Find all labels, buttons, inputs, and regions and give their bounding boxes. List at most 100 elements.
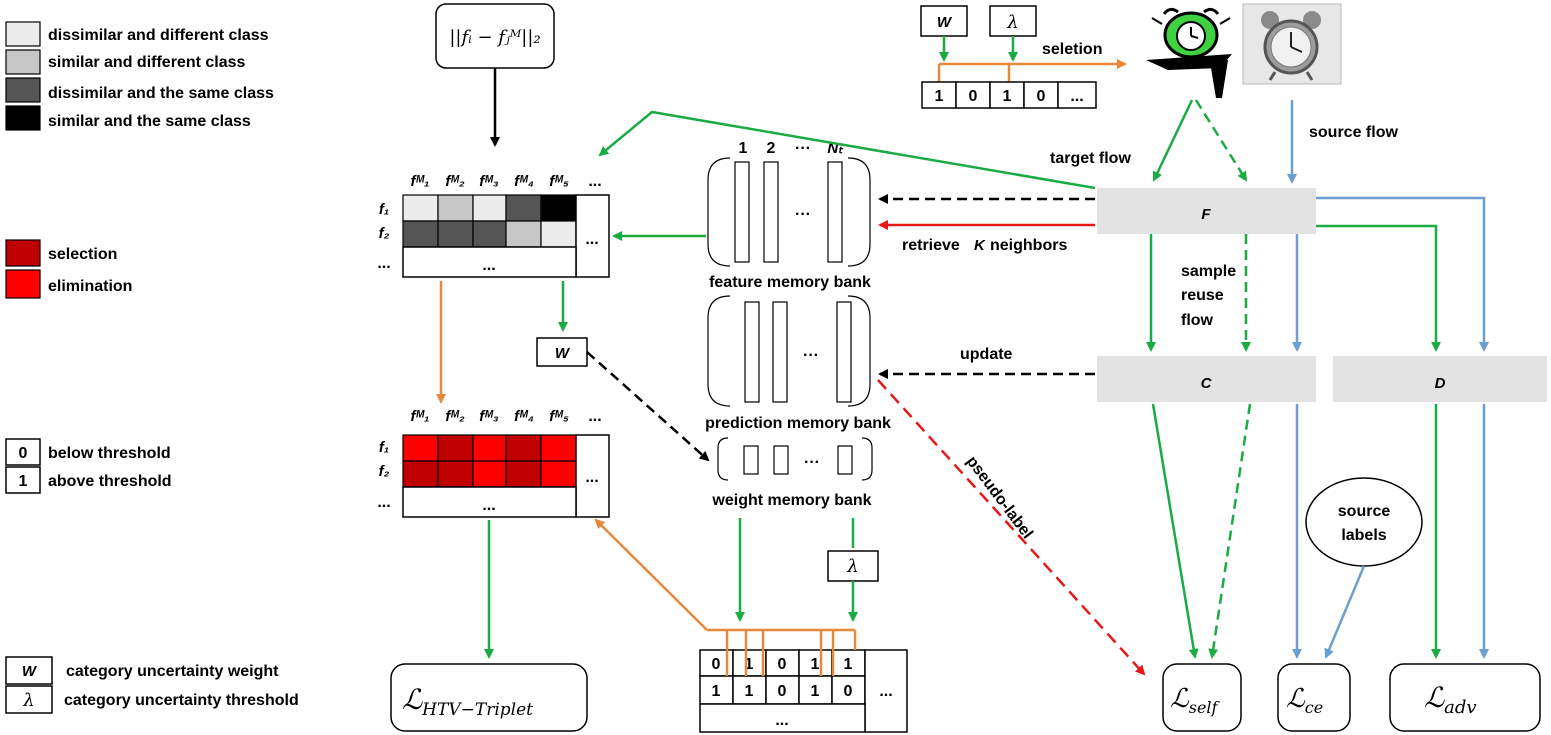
selection-matrix: fᴹ₁ fᴹ₂ fᴹ₃ fᴹ₄ fᴹ₅ ... f₁ f₂ ... ... ..… — [377, 408, 610, 518]
top-w-box — [920, 5, 968, 37]
similarity-matrix: fᴹ₁ fᴹ₂ fᴹ₃ fᴹ₄ fᴹ₅ ... f₁ f₂ ... ... ..… — [377, 173, 610, 278]
w-box-label: W — [555, 345, 571, 362]
source-labels-to-ce-arrow — [1324, 565, 1366, 659]
matrix-cell — [472, 194, 507, 222]
feature-bank-dots: ··· — [795, 206, 811, 223]
w-box — [536, 337, 588, 367]
legend-swatch-4 — [5, 105, 41, 131]
bit-r1c1: 0 — [712, 656, 721, 673]
legend-below-label: below threshold — [48, 445, 171, 462]
feature-bank-left-bracket — [707, 157, 731, 267]
feature-bank-slot — [763, 161, 779, 263]
legend-lambda-symbol: λ — [22, 690, 34, 711]
legend-elimination-swatch — [5, 269, 41, 299]
matrix-row-header-1: f₁ — [379, 201, 389, 218]
bit-r2c4: 1 — [811, 683, 820, 700]
bit-r2c3: 0 — [778, 683, 787, 700]
bit-bottom-ellipsis: ... — [775, 712, 788, 729]
sel-col-header-2: fᴹ₂ — [445, 408, 465, 425]
top-bit-4: 0 — [1037, 88, 1046, 105]
legend-lambda-label: category uncertainty threshold — [64, 692, 299, 709]
bit-side-cell — [864, 649, 908, 733]
weight-bank-slot — [837, 445, 853, 475]
sel-cell — [402, 434, 439, 462]
c-to-self-loss-arrow — [1151, 403, 1199, 659]
matrix-cell — [540, 194, 577, 222]
sel-cell — [472, 460, 507, 488]
sel-bottom-cell — [402, 486, 577, 518]
module-d-label: D — [1435, 375, 1446, 392]
matrix-col-header-1: fᴹ₁ — [411, 173, 430, 190]
matrix-cell — [437, 194, 474, 222]
feature-bank-slot — [827, 161, 843, 263]
feature-bank-slot — [734, 161, 750, 263]
matrix-cell — [505, 194, 542, 222]
target-flow-label: target flow — [1050, 150, 1131, 167]
matrix-cell — [472, 220, 507, 248]
matrix-col-header-3: fᴹ₃ — [479, 173, 499, 190]
module-f-label: F — [1201, 206, 1211, 223]
bit-r1c5: 1 — [844, 656, 853, 673]
weight-bank-right-bracket — [861, 437, 873, 481]
weight-bank-dots: ··· — [804, 454, 820, 471]
c-reuse-to-self-loss-arrow — [1208, 403, 1252, 659]
module-d — [1333, 356, 1547, 402]
legend-label-3: dissimilar and the same class — [48, 85, 274, 102]
pseudo-label-text: pseudo-label — [963, 453, 1036, 542]
sel-cell — [505, 434, 542, 462]
adv-loss: ℒadv — [1424, 681, 1477, 718]
retrieve-label-pre: retrieve — [902, 237, 960, 254]
reuse-flow-label-1: sample — [1181, 263, 1236, 280]
legend-label-2: similar and different class — [48, 54, 246, 71]
sel-row-ellipsis: ... — [377, 494, 390, 511]
legend-params: W λ category uncertainty weight category… — [5, 656, 299, 714]
legend-lambda-box — [5, 685, 53, 714]
legend-label-4: similar and the same class — [48, 113, 251, 130]
sel-row-header-1: f₁ — [379, 439, 389, 456]
legend-above-label: above threshold — [48, 473, 172, 490]
w-to-weight-bank-arrow — [586, 351, 710, 462]
sel-bottom-ellipsis: ... — [482, 497, 495, 514]
bank-index-1: 1 — [739, 140, 748, 157]
legend-w-symbol: W — [22, 663, 38, 680]
f-to-d-blue-arrow — [1316, 196, 1489, 352]
adv-loss-box — [1389, 663, 1541, 732]
weight-bank-label: weight memory bank — [711, 492, 871, 509]
self-loss-box — [1162, 663, 1242, 732]
lambda-box-label: λ — [846, 556, 858, 577]
feature-bank-right-bracket — [847, 157, 871, 267]
legend-swatch-2 — [5, 49, 41, 75]
top-bit-cell — [955, 81, 991, 109]
bit-cell — [732, 675, 767, 705]
reuse-flow-label-2: reuse — [1181, 287, 1224, 304]
selection-label: seletion — [1042, 41, 1102, 58]
reuse-flow-label-3: flow — [1181, 312, 1214, 329]
legend-label-1: dissimilar and different class — [48, 27, 269, 44]
legend-w-label: category uncertainty weight — [66, 663, 279, 680]
top-lambda-box — [989, 5, 1037, 37]
bit-r1c3: 0 — [778, 656, 787, 673]
top-bit-2: 0 — [969, 88, 978, 105]
top-bit-cell — [1023, 81, 1059, 109]
sel-col-ellipsis: ... — [588, 408, 601, 425]
weight-bank-left-bracket — [717, 437, 729, 481]
source-labels-node — [1305, 477, 1423, 567]
matrix-cell — [540, 220, 577, 248]
bit-r2c2: 1 — [745, 683, 754, 700]
matrix-bottom-cell — [402, 246, 577, 278]
bank-index-dots: ··· — [795, 140, 811, 157]
retrieve-label-k: K — [974, 237, 986, 254]
sel-cell — [540, 434, 577, 462]
f-to-d-green-arrow — [1316, 224, 1441, 352]
legend-selection-label: selection — [48, 246, 117, 263]
legend-selection-swatch — [5, 239, 41, 267]
bit-side-ellipsis: ... — [879, 683, 892, 700]
legend-w-box — [5, 656, 53, 685]
legend-swatch-1 — [5, 21, 41, 47]
top-lambda-label: λ — [1006, 12, 1018, 33]
sel-row-header-2: f₂ — [379, 463, 390, 480]
source-labels-line1: source — [1338, 503, 1391, 520]
matrix-side-ellipsis: ... — [585, 231, 598, 248]
sel-col-header-1: fᴹ₁ — [411, 408, 430, 425]
sel-side-ellipsis: ... — [585, 469, 598, 486]
